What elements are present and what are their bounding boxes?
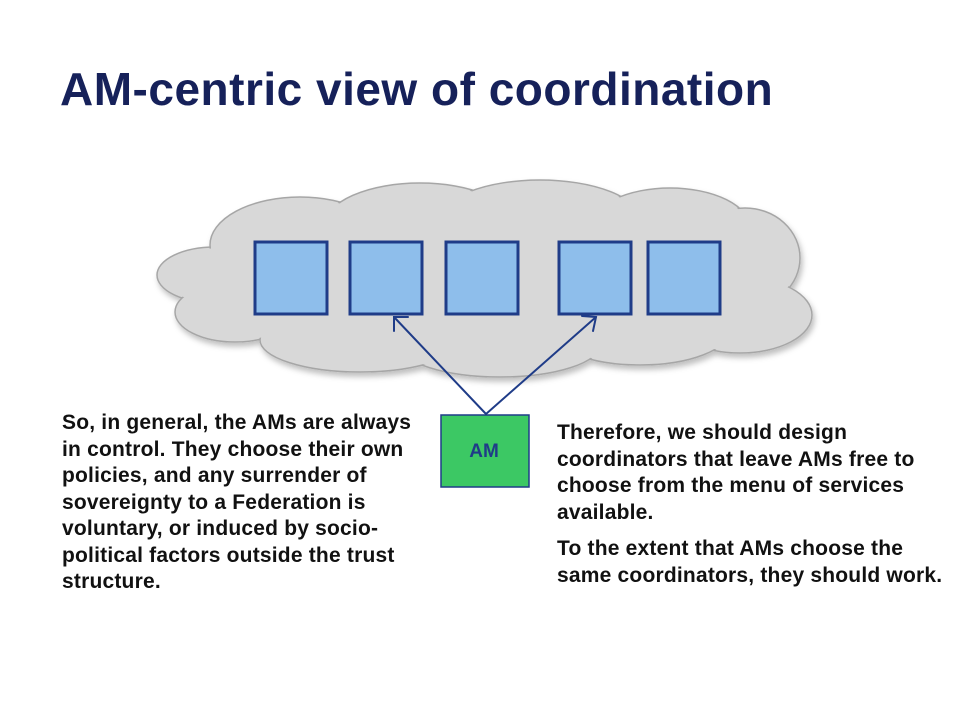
right-text-block: Therefore, we should design coordinators… [557,420,947,599]
service-boxes [253,240,722,316]
left-text-block: So, in general, the AMs are always in co… [62,411,412,593]
arrow-to-service-2 [393,316,487,415]
service-box-2 [348,240,424,316]
am-label: AM [469,441,499,462]
service-box-1 [253,240,329,316]
am-box [440,414,530,488]
service-box-4 [557,240,633,316]
slide-title: AM-centric view of coordination [60,63,774,115]
service-box-5 [646,240,722,316]
right-paragraph-1: Therefore, we should design coordinators… [557,421,915,524]
am-node: AM [440,414,530,488]
service-box-3 [444,240,520,316]
am-arrows [393,315,598,415]
right-paragraph-2: To the extent that AMs choose the same c… [557,537,943,587]
arrow-to-service-4 [485,316,597,415]
